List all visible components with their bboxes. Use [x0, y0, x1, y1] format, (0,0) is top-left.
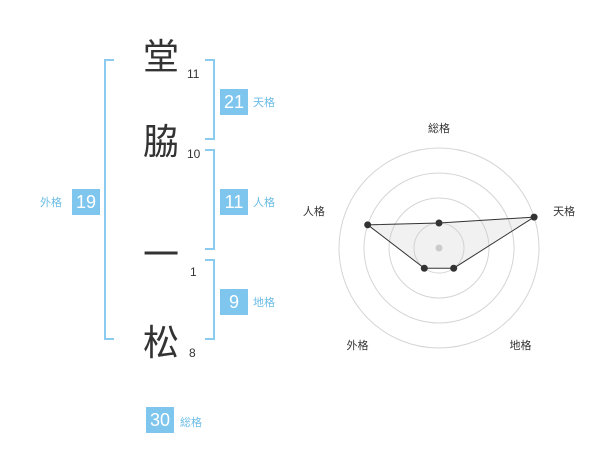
radar-point-1: [435, 219, 443, 227]
gaikaku-value-box: 19: [72, 189, 100, 215]
chikaku-bracket: [205, 259, 215, 340]
radar-center-dot: [435, 244, 443, 252]
radar-ring-4: [338, 147, 540, 349]
stroke-count-2: 10: [187, 147, 201, 161]
name-char-1: 堂: [143, 37, 180, 78]
name-char-2: 脇: [143, 122, 180, 163]
jinkaku-label: 人格: [253, 196, 275, 209]
name-char-3: 一: [143, 235, 180, 276]
stroke-count-4: 8: [189, 346, 196, 360]
chikaku-value-box: 9: [220, 289, 248, 315]
stroke-count-3: 1: [190, 265, 197, 279]
tenkaku-label: 天格: [253, 96, 275, 109]
soukaku-label: 総格: [180, 416, 202, 429]
jinkaku-value-box: 11: [220, 189, 248, 215]
radar-point-4: [420, 264, 428, 272]
tenkaku-bracket: [205, 59, 215, 140]
gaikaku-bracket: [104, 59, 114, 340]
radar-axis-label-3: 地格: [510, 338, 532, 352]
radar-ring-2: [388, 197, 490, 299]
radar-point-3: [450, 264, 458, 272]
radar-ring-3: [363, 172, 515, 324]
name-char-4: 松: [143, 323, 180, 364]
radar-axis-label-5: 人格: [303, 204, 325, 218]
gaikaku-label: 外格: [40, 196, 62, 209]
radar-data-polygon: [366, 216, 535, 269]
jinkaku-bracket: [205, 149, 215, 250]
radar-axis-label-1: 総格: [428, 121, 450, 135]
tenkaku-value-box: 21: [220, 89, 248, 115]
stroke-count-1: 11: [187, 67, 200, 81]
radar-point-5: [364, 221, 372, 229]
radar-axis-label-4: 外格: [346, 338, 368, 352]
chikaku-label: 地格: [253, 296, 275, 309]
radar-axis-label-2: 天格: [553, 204, 575, 218]
soukaku-value-box: 30: [146, 407, 174, 433]
radar-point-2: [530, 213, 538, 221]
